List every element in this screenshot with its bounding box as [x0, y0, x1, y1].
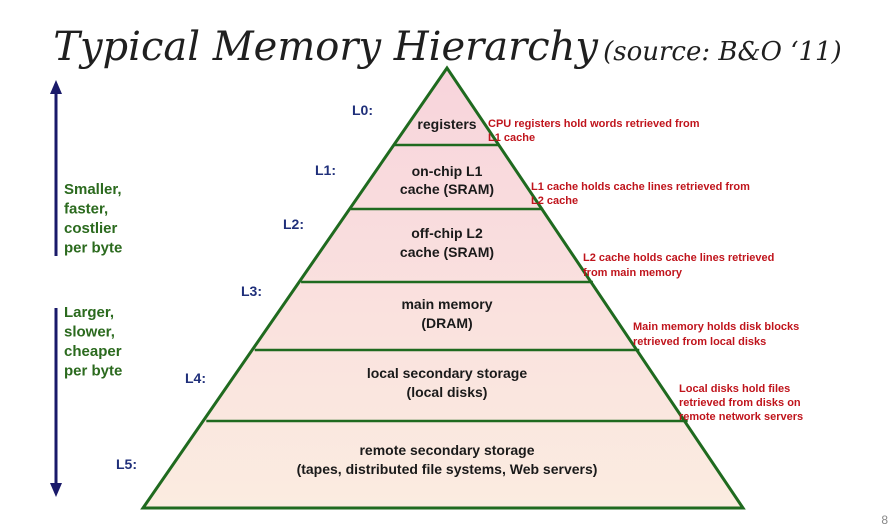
tier-text: registers [417, 116, 476, 132]
pyramid-shape [140, 65, 746, 510]
arrow-up-head-icon [50, 80, 62, 94]
tier-text: (DRAM) [421, 315, 472, 331]
side-label-line: per byte [64, 240, 122, 257]
level-label: L0: [352, 102, 373, 118]
tier-texts: registers on-chip L1 cache (SRAM) off-chip … [297, 116, 598, 477]
level-notes: CPU registers hold words retrieved fromL… [488, 118, 803, 423]
side-label-larger: Larger, slower, cheaper per byte [64, 304, 122, 380]
level-note-line: L1 cache holds cache lines retrieved fro… [531, 181, 750, 193]
tier-text: cache (SRAM) [400, 244, 494, 260]
tier-text: (tapes, distributed file systems, Web se… [297, 461, 598, 477]
tier-text: main memory [401, 296, 492, 312]
level-note-line: retrieved from local disks [633, 336, 766, 348]
tier-text: cache (SRAM) [400, 181, 494, 197]
level-note-line: L1 cache [488, 132, 535, 144]
side-label-line: costlier [64, 220, 118, 237]
level-note-line: Main memory holds disk blocks [633, 321, 799, 333]
tier-text: off-chip L2 [411, 225, 483, 241]
tier-text: local secondary storage [367, 365, 528, 381]
title-source: (source: B&O ‘11) [603, 37, 842, 67]
side-label-line: per byte [64, 363, 122, 380]
level-note-line: L2 cache holds cache lines retrieved [583, 252, 774, 264]
side-label-line: Smaller, [64, 181, 122, 198]
level-note-line: retrieved from disks on [679, 397, 801, 409]
level-labels: L0: L1: L2: L3: L4: L5: [116, 102, 373, 472]
level-label: L5: [116, 456, 137, 472]
level-note-line: CPU registers hold words retrieved from [488, 118, 700, 130]
tier-text: remote secondary storage [359, 442, 534, 458]
side-label-line: cheaper [64, 343, 122, 360]
tier-text: on-chip L1 [412, 163, 483, 179]
level-label: L2: [283, 216, 304, 232]
tier-dividers [206, 143, 688, 423]
side-label-smaller: Smaller, faster, costlier per byte [64, 181, 122, 257]
level-note-line: L2 cache [531, 195, 578, 207]
level-note-line: from main memory [583, 267, 683, 279]
level-label: L3: [241, 283, 262, 299]
side-label-line: slower, [64, 324, 115, 341]
title-main: Typical Memory Hierarchy [53, 24, 598, 70]
tier-text: (local disks) [407, 384, 488, 400]
arrow-down-head-icon [50, 483, 62, 497]
level-note-line: remote network servers [679, 411, 803, 423]
side-label-line: Larger, [64, 304, 114, 321]
page-number: 8 [881, 513, 888, 526]
side-label-line: faster, [64, 201, 108, 218]
level-label: L1: [315, 162, 336, 178]
level-label: L4: [185, 370, 206, 386]
slide-title: Typical Memory Hierarchy (source: B&O ‘1… [0, 24, 895, 70]
side-arrows [50, 80, 62, 497]
level-note-line: Local disks hold files [679, 383, 790, 395]
